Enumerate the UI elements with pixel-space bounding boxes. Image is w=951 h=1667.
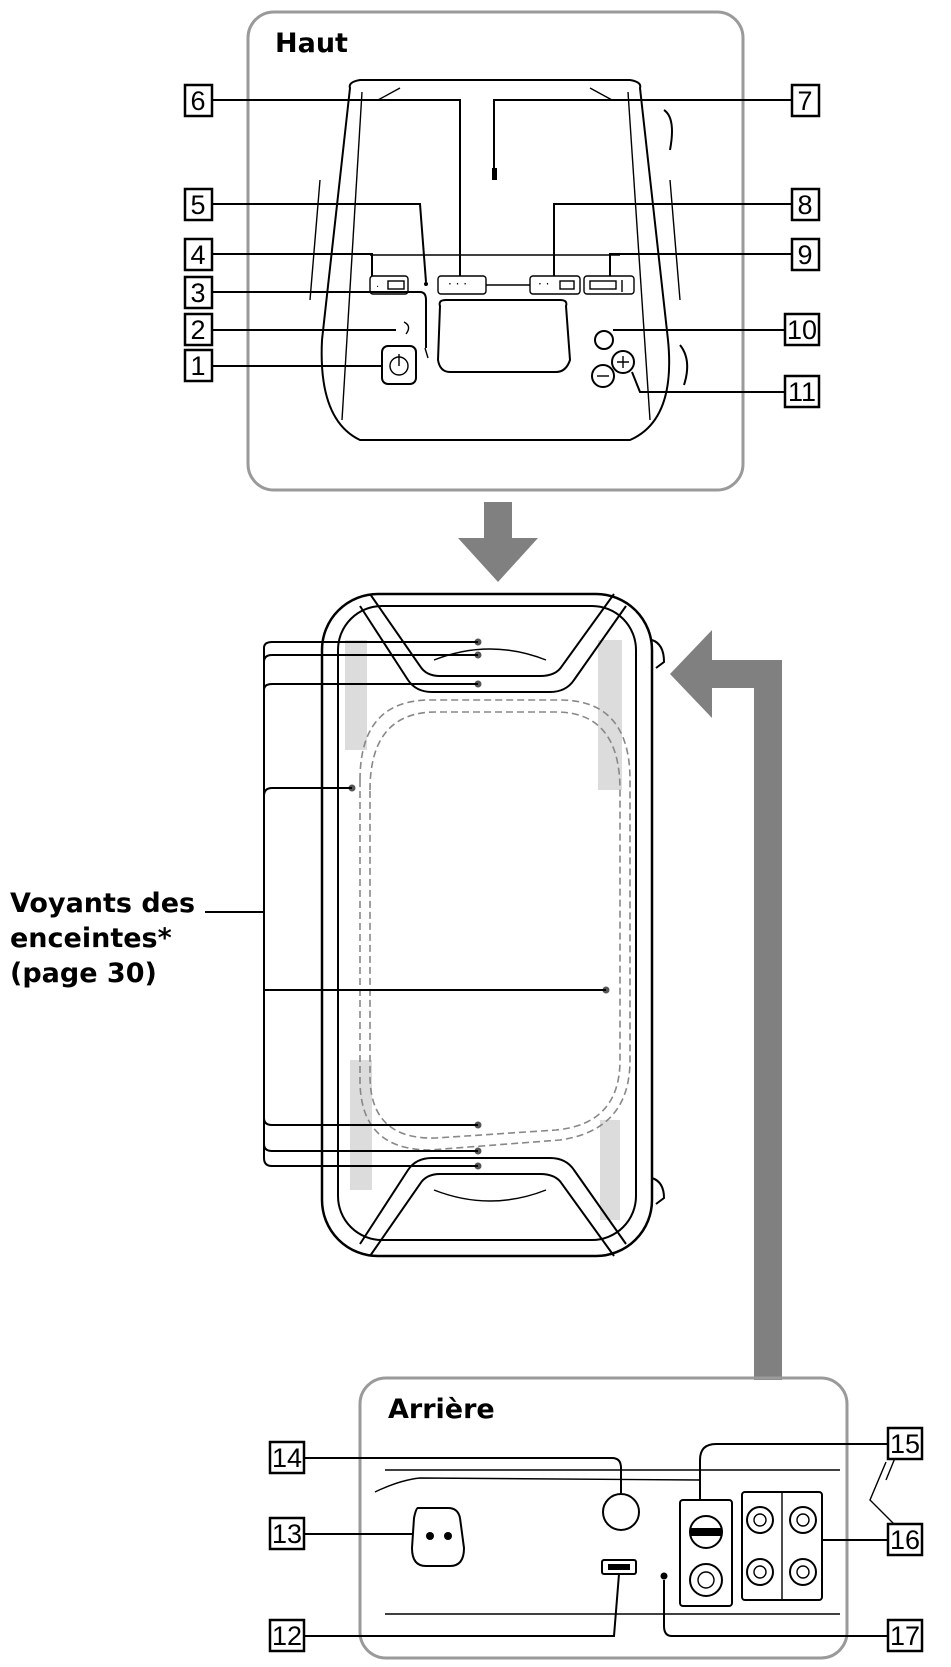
indicator-label: Voyants des enceintes* (page 30)	[10, 888, 195, 989]
svg-text:enceintes*: enceintes*	[10, 923, 172, 954]
rca-outputs-icon	[741, 1491, 823, 1601]
audio-input-icon	[679, 1499, 733, 1607]
svg-text:7: 7	[797, 86, 812, 116]
button-4-icon	[369, 275, 409, 295]
svg-text:10: 10	[787, 315, 817, 345]
svg-text:· · ·: · · ·	[448, 277, 467, 291]
callout-15: 15	[699, 1426, 924, 1500]
svg-text:16: 16	[890, 1525, 920, 1555]
callout-12: 12	[268, 1573, 620, 1653]
svg-text:9: 9	[797, 240, 812, 270]
callout-10: 10	[613, 312, 821, 347]
svg-text:13: 13	[272, 1519, 302, 1549]
callout-6: 6	[183, 83, 461, 276]
top-panel-title: Haut	[275, 28, 348, 59]
svg-text:17: 17	[890, 1621, 920, 1651]
return-arrow-icon	[670, 630, 782, 1380]
callout-7: 7	[493, 83, 821, 168]
rear-panel-frame	[358, 1376, 849, 1660]
svg-text:2: 2	[190, 315, 205, 345]
svg-text:· ·: · ·	[538, 277, 549, 291]
svg-text:6: 6	[190, 86, 205, 116]
callout-13: 13	[268, 1516, 412, 1551]
callout-1: 1	[183, 348, 382, 383]
callout-9: 9	[609, 237, 821, 276]
callout-8: 8	[553, 187, 821, 276]
speaker-top-view: · · · · · ·	[309, 79, 689, 441]
callout-4: 4	[183, 237, 373, 276]
callout-14: 14	[268, 1440, 622, 1494]
callout-16: 16	[822, 1522, 924, 1557]
svg-text:(page 30): (page 30)	[10, 958, 157, 989]
callout-17: 17	[663, 1580, 924, 1653]
speaker-front-view	[205, 592, 666, 1258]
svg-text:3: 3	[190, 278, 205, 308]
callout-11: 11	[631, 371, 821, 409]
svg-text:·: ·	[376, 282, 379, 293]
button-10-icon	[594, 330, 614, 350]
svg-text:Voyants des: Voyants des	[10, 888, 195, 919]
top-panel-frame	[246, 10, 745, 492]
svg-text:1: 1	[190, 351, 205, 381]
svg-text:15: 15	[890, 1429, 920, 1459]
svg-text:14: 14	[272, 1443, 302, 1473]
round-button-icon	[602, 1493, 640, 1531]
svg-text:8: 8	[797, 190, 812, 220]
down-arrow-icon	[458, 502, 538, 582]
svg-text:12: 12	[272, 1621, 302, 1651]
svg-text:5: 5	[190, 190, 205, 220]
rear-panel-title: Arrière	[388, 1394, 495, 1425]
ac-inlet-icon	[410, 1507, 466, 1567]
callout-3: 3	[183, 275, 427, 348]
rear-panel: Arrière	[268, 1376, 924, 1660]
svg-text:11: 11	[788, 377, 816, 407]
indicator-leaders	[205, 641, 606, 1167]
indicator-5-icon	[424, 282, 428, 286]
button-9-icon	[583, 275, 635, 295]
top-panel: Haut · · · · · ·	[183, 10, 821, 492]
callout-2: 2	[183, 312, 396, 347]
svg-text:4: 4	[190, 240, 205, 270]
volume-rocker-icon	[591, 350, 635, 388]
callout-5: 5	[183, 187, 427, 283]
microphone-icon	[492, 168, 497, 180]
